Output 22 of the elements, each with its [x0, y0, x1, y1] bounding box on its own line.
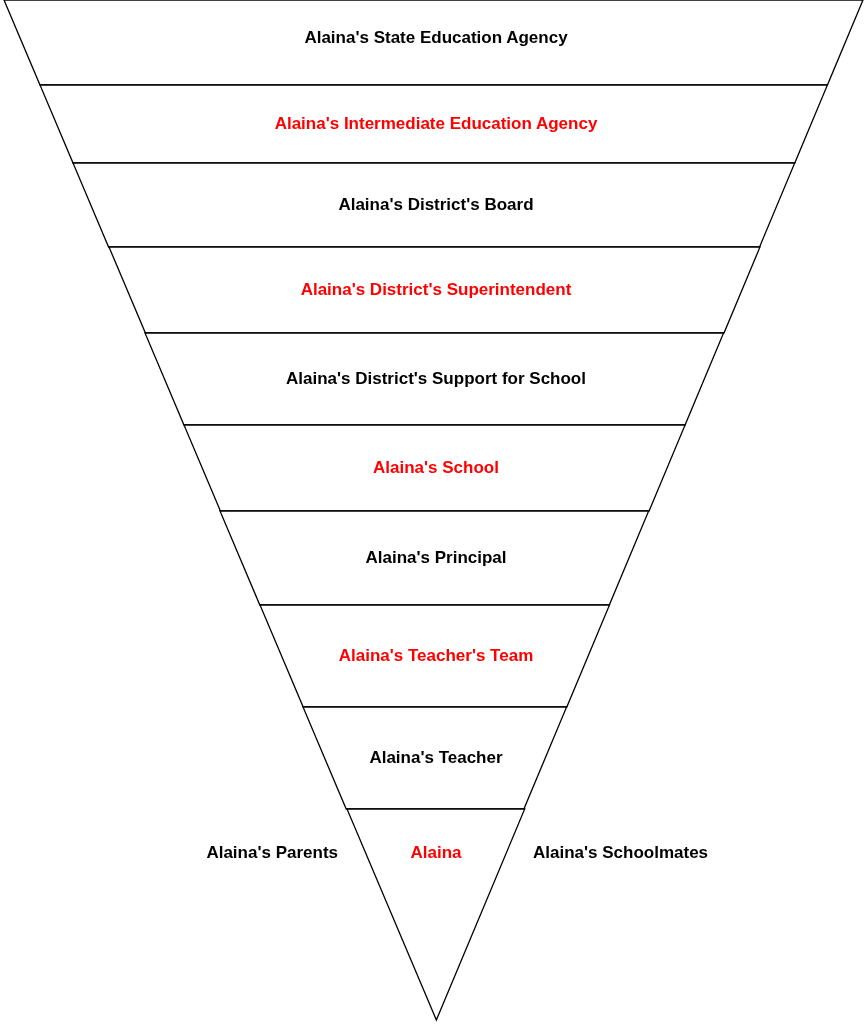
band-label: Alaina's District's Superintendent [300, 280, 572, 300]
band-label: Alaina's Teacher's Team [338, 646, 534, 666]
band-label: Alaina's District's Board [338, 195, 534, 215]
band-label: Alaina's State Education Agency [304, 28, 568, 48]
side-label: Alaina's Parents [206, 843, 338, 863]
pyramid-band [40, 85, 828, 163]
band-label: Alaina's Intermediate Education Agency [274, 114, 598, 134]
side-label: Alaina's Schoolmates [533, 843, 709, 863]
pyramid-band [4, 0, 863, 85]
pyramid-band [108, 247, 760, 333]
band-label: Alaina's Teacher [369, 748, 503, 768]
pyramid-band [145, 333, 724, 425]
pyramid-tip [346, 809, 525, 1020]
pyramid-band [73, 163, 795, 247]
pyramid-band [260, 605, 610, 707]
band-label: Alaina's Principal [365, 548, 507, 568]
pyramid-band [303, 707, 567, 809]
pyramid-band [220, 511, 650, 605]
pyramid-band [184, 425, 686, 511]
band-label: Alaina's District's Support for School [286, 369, 586, 389]
band-label: Alaina's School [373, 458, 499, 478]
band-label: Alaina [410, 843, 462, 863]
